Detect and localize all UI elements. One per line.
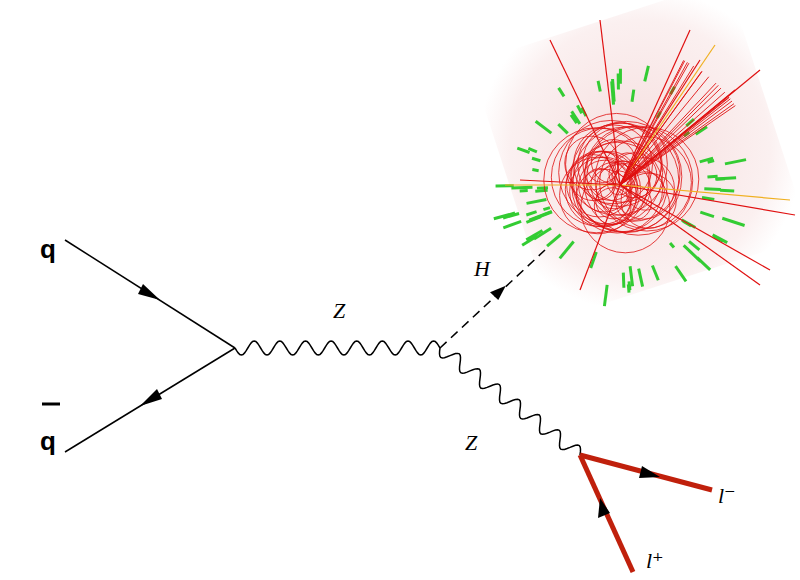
calorimeter-hit	[604, 285, 607, 306]
lepton-line	[580, 455, 712, 490]
arrowhead	[140, 389, 162, 406]
curling-track	[565, 152, 640, 227]
jet-track	[620, 106, 735, 185]
calorimeter-hit	[560, 241, 574, 258]
lepton-label: l⁻	[718, 485, 736, 507]
calorimeter-hit	[503, 221, 521, 228]
jet-track	[550, 40, 620, 185]
calorimeter-hit	[535, 189, 547, 193]
quark-line	[65, 240, 235, 348]
calorimeter-hit	[511, 186, 532, 190]
event-background	[470, 0, 800, 320]
calorimeter-hit	[529, 212, 551, 221]
arrowhead	[138, 284, 160, 300]
calorimeter-hit	[536, 121, 552, 133]
calorimeter-hit	[715, 178, 736, 179]
jet-track	[620, 62, 687, 185]
z-boson-line	[235, 341, 440, 355]
arrowhead	[490, 286, 506, 301]
jet-track	[600, 20, 620, 185]
lepton-line	[580, 455, 633, 572]
calorimeter-hit	[530, 212, 552, 221]
boson-label: Z	[333, 300, 345, 322]
jet-track	[620, 71, 702, 185]
higgs-line	[440, 250, 545, 348]
calorimeter-hits	[494, 66, 746, 306]
calorimeter-hit	[520, 189, 528, 192]
calorimeter-hit	[527, 199, 547, 203]
calorimeter-hit	[572, 111, 580, 124]
calorimeter-hit	[645, 66, 649, 81]
jet-track	[620, 97, 729, 185]
calorimeter-hit	[558, 124, 567, 133]
jet-track	[620, 70, 760, 185]
calorimeter-hit	[532, 158, 540, 161]
jet-track	[620, 30, 690, 185]
antiquark-line	[65, 348, 235, 452]
calorimeter-hit	[494, 213, 515, 219]
calorimeter-hit	[526, 212, 536, 215]
calorimeter-hit	[613, 79, 615, 102]
calorimeter-hit	[689, 241, 699, 250]
antiquark-bar	[42, 403, 60, 406]
calorimeter-hit	[722, 218, 744, 225]
calorimeter-hit	[639, 269, 643, 287]
calorimeter-hit	[670, 243, 674, 248]
calorimeter-hit	[532, 170, 538, 171]
calorimeter-hit	[716, 177, 725, 181]
calorimeter-hit	[652, 266, 658, 281]
jet-track	[620, 66, 694, 185]
calorimeter-hit	[598, 81, 600, 92]
calorimeter-hit	[619, 69, 622, 84]
jet-track	[620, 61, 685, 185]
arrowhead	[639, 466, 660, 478]
jet-track	[580, 185, 620, 290]
boson-label: Z	[465, 432, 477, 454]
jet-track	[620, 185, 770, 270]
calorimeter-hit	[700, 212, 714, 217]
jet-track	[620, 185, 790, 200]
jet-track	[620, 85, 718, 185]
calorimeter-hit	[571, 115, 577, 123]
z-boson-line	[440, 348, 581, 455]
calorimeter-hit	[725, 160, 746, 164]
calorimeter-hit	[676, 266, 686, 281]
jet-track	[620, 60, 700, 185]
calorimeter-hit	[517, 148, 529, 152]
calorimeter-hit	[547, 235, 561, 246]
event-display	[470, 0, 800, 320]
lepton-label: l⁺	[646, 550, 664, 572]
calorimeter-hit	[630, 266, 632, 286]
calorimeter-hit	[526, 230, 542, 239]
jet-track	[620, 72, 702, 185]
calorimeter-hit	[720, 189, 734, 193]
arrowhead	[598, 498, 610, 518]
jet-track	[620, 185, 760, 285]
calorimeter-hit	[708, 161, 714, 163]
calorimeter-hit	[697, 258, 710, 270]
calorimeter-hit	[622, 273, 626, 288]
calorimeter-hit	[704, 187, 721, 191]
jet-track	[620, 63, 689, 185]
jet-track	[620, 101, 732, 185]
calorimeter-hit	[632, 90, 634, 102]
boson-label: H	[474, 258, 490, 280]
quark-label: q	[40, 428, 56, 454]
jet-track	[620, 45, 715, 185]
quark-label: q	[40, 236, 56, 262]
jet-track	[620, 92, 725, 185]
calorimeter-hit	[696, 127, 707, 135]
jet-tracks	[505, 20, 795, 290]
calorimeter-hit	[543, 208, 550, 210]
calorimeter-hit	[559, 88, 564, 97]
jet-track	[520, 180, 620, 185]
calorimeter-hit	[627, 284, 631, 292]
